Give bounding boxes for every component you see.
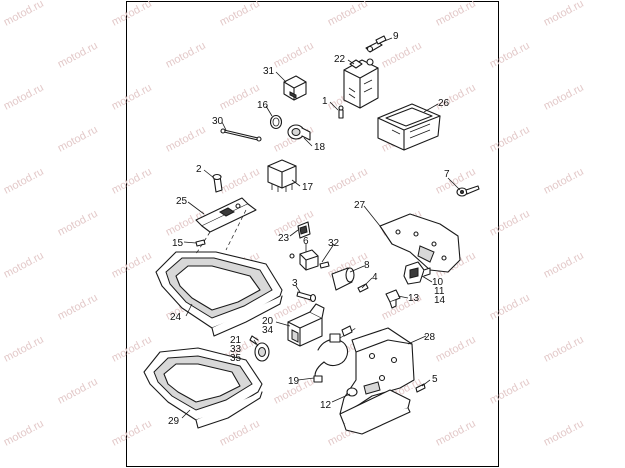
part-27-mounting-plate <box>379 213 461 273</box>
callout-6: 6 <box>303 236 309 247</box>
watermark-text: motod.ru <box>56 292 100 323</box>
callout-22: 22 <box>334 54 346 65</box>
part-15-screw <box>195 239 206 247</box>
watermark-text: motod.ru <box>542 250 586 281</box>
watermark-text: motod.ru <box>542 334 586 365</box>
part-7-bolt <box>456 185 480 197</box>
part-29-lamp-lens-lower <box>143 347 263 429</box>
callout-27: 27 <box>354 200 366 211</box>
callout-14: 14 <box>434 295 446 306</box>
part-24-lamp-lens-upper <box>155 209 283 337</box>
callout-32: 32 <box>328 238 340 249</box>
callout-13: 13 <box>408 293 420 304</box>
callout-23: 23 <box>278 233 290 244</box>
callout-19: 19 <box>288 376 300 387</box>
part-30-rod <box>220 128 262 142</box>
callout-15: 15 <box>172 238 184 249</box>
callout-16: 16 <box>257 100 269 111</box>
callout-25: 25 <box>176 196 188 207</box>
part-5-screw <box>415 383 426 393</box>
callout-26: 26 <box>438 98 450 109</box>
callout-30: 30 <box>212 116 224 127</box>
part-28-bracket <box>339 327 415 419</box>
part-21-bulb-socket <box>249 335 270 362</box>
part-26-housing <box>377 103 441 151</box>
watermark-text: motod.ru <box>542 0 586 29</box>
callout-3: 3 <box>292 278 298 289</box>
part-6-connector <box>289 249 319 271</box>
watermark-text: motod.ru <box>2 418 46 449</box>
callout-21: 21 <box>230 335 242 346</box>
callout-17: 17 <box>302 182 314 193</box>
callout-11: 11 <box>434 286 445 297</box>
part-13-clip <box>385 289 401 309</box>
watermark-text: motod.ru <box>56 40 100 71</box>
leader-lines <box>181 37 461 419</box>
callout-7: 7 <box>444 169 450 180</box>
watermark-text: motod.ru <box>56 376 100 407</box>
part-18-socket <box>287 124 311 141</box>
part-1-pin <box>338 105 344 119</box>
callout-31: 31 <box>263 66 275 77</box>
callout-18: 18 <box>314 142 326 153</box>
callout-12: 12 <box>320 400 332 411</box>
part-4-bolt <box>357 283 369 293</box>
part-31-connector <box>283 75 307 101</box>
watermark-text: motod.ru <box>542 418 586 449</box>
watermark-text: motod.ru <box>56 124 100 155</box>
watermark-text: motod.ru <box>2 82 46 113</box>
part-32-pin <box>319 261 330 269</box>
callout-8: 8 <box>364 260 370 271</box>
callout-24: 24 <box>170 312 182 323</box>
callout-29: 29 <box>168 416 180 427</box>
callout-35: 35 <box>230 353 242 364</box>
watermark-text: motod.ru <box>542 82 586 113</box>
callout-28: 28 <box>424 332 436 343</box>
watermark-text: motod.ru <box>2 0 46 29</box>
part-23-clip <box>297 221 311 239</box>
watermark-text: motod.ru <box>542 166 586 197</box>
part-19-wire-harness <box>313 325 357 383</box>
part-22-relay-assembly <box>343 58 379 109</box>
watermark-text: motod.ru <box>2 250 46 281</box>
watermark-text: motod.ru <box>2 334 46 365</box>
watermark-text: motod.ru <box>56 208 100 239</box>
callout-33: 33 <box>230 344 242 355</box>
callout-4: 4 <box>372 272 378 283</box>
callout-2: 2 <box>196 164 202 175</box>
callout-1: 1 <box>322 96 328 107</box>
callout-10: 10 <box>432 277 444 288</box>
part-10-switch <box>403 261 431 285</box>
part-17-relay <box>267 159 297 192</box>
part-16-o-ring <box>269 114 283 130</box>
part-3-screw <box>296 291 317 303</box>
callout-9: 9 <box>393 31 399 42</box>
part-25-bracket-plate <box>195 197 257 233</box>
callout-20: 20 <box>262 316 274 327</box>
watermark-text: motod.ru <box>2 166 46 197</box>
callout-34: 34 <box>262 325 274 336</box>
part-20-socket-housing <box>287 303 325 347</box>
callout-5: 5 <box>432 374 438 385</box>
callout-labels: 9 22 31 1 26 16 30 18 2 17 7 25 27 23 15… <box>168 31 450 427</box>
